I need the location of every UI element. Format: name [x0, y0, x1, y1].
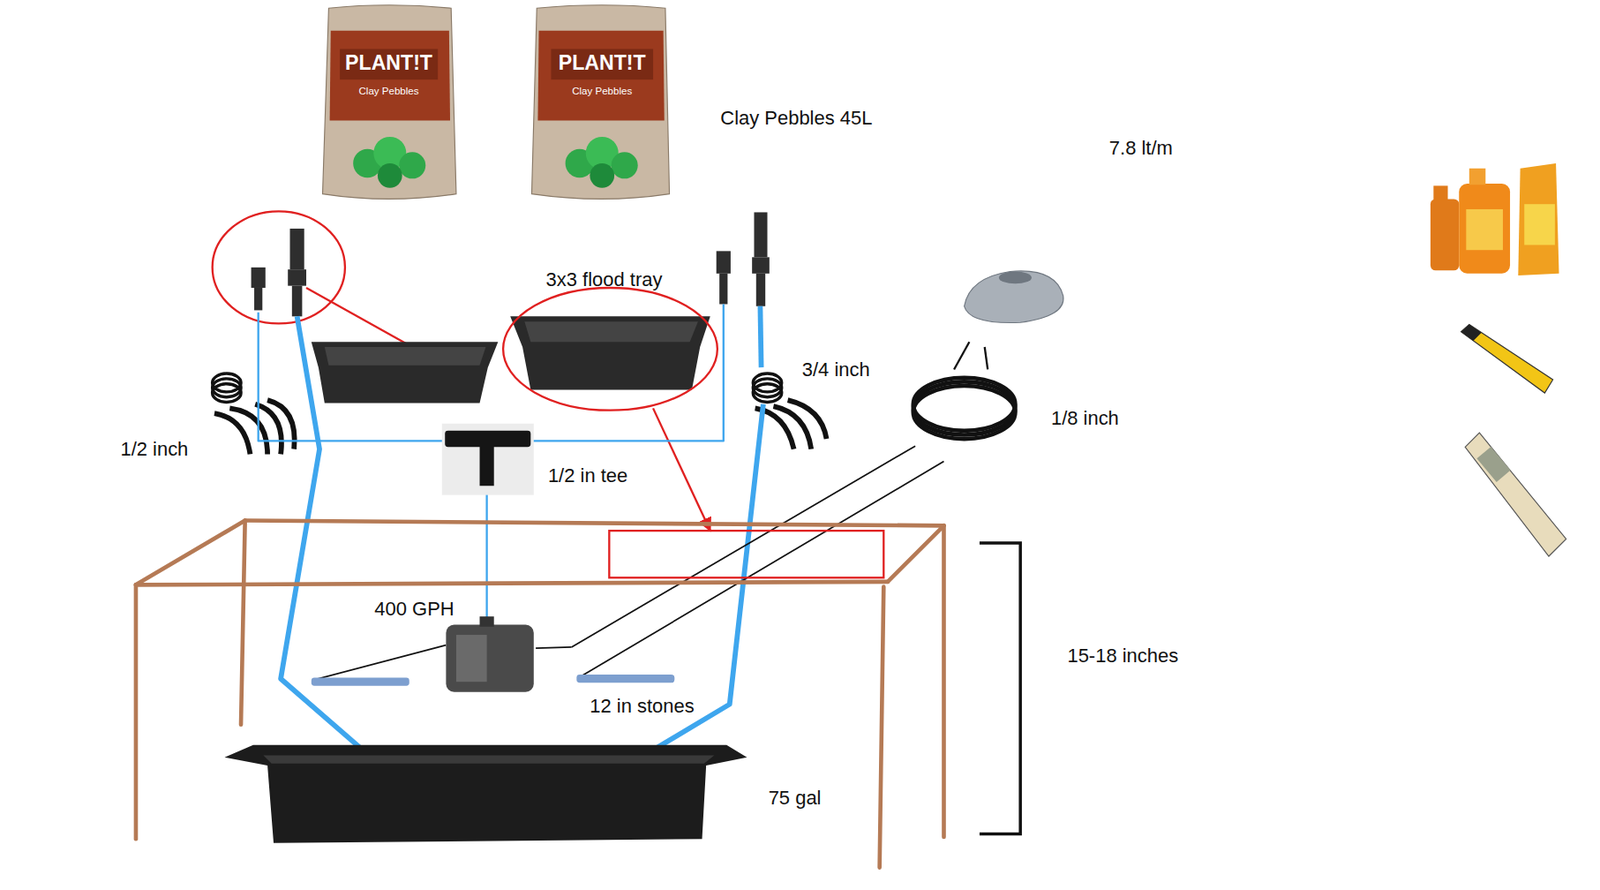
air-stone: [576, 674, 675, 683]
ph-pen: [1461, 324, 1554, 393]
highlight-circle: [503, 287, 718, 411]
part-label: 3x3 flood tray: [546, 269, 663, 291]
water-pump: [445, 615, 534, 692]
clay-bag: [323, 5, 457, 200]
bag-product: Clay Pebbles: [359, 85, 420, 98]
part-label: 12 in stones: [589, 695, 694, 717]
air-pump: [953, 270, 1064, 370]
height-bracket: [979, 542, 1021, 834]
air-tubing-coil: [913, 377, 1016, 439]
tee-fitting: [442, 423, 534, 496]
flood-tray: [510, 315, 711, 390]
air-line: [314, 445, 944, 680]
part-label: Clay Pebbles 45L: [720, 107, 872, 129]
tubing-coil: [212, 373, 295, 454]
dimension: 15-18 inches: [1066, 645, 1179, 667]
tds-meter: [1464, 432, 1566, 556]
table-frame: [135, 520, 945, 868]
part-label: 1/2 in tee: [548, 465, 628, 487]
clay-bag: [531, 5, 669, 200]
capacity: 75 gal: [768, 787, 822, 809]
size-label: 1/2 inch: [120, 438, 188, 460]
pump-rating: 400 GPH: [374, 598, 454, 620]
water-line: [258, 303, 764, 760]
size-label: 1/8 inch: [1051, 407, 1120, 429]
red-arrow: [653, 407, 711, 531]
size-label: 3/4 inch: [802, 358, 871, 380]
reservoir: [225, 744, 748, 843]
air-stone: [311, 677, 410, 686]
bag-brand: PLANT!T: [345, 52, 433, 75]
bag-brand: PLANT!T: [558, 52, 647, 75]
flow-rate: 7.8 lt/m: [1109, 137, 1173, 159]
flood-tray: [311, 341, 499, 403]
tray-placement: [608, 530, 884, 578]
nutrient-bottles: [1430, 163, 1560, 276]
highlight-circle: [212, 210, 346, 324]
bag-product: Clay Pebbles: [571, 85, 632, 98]
